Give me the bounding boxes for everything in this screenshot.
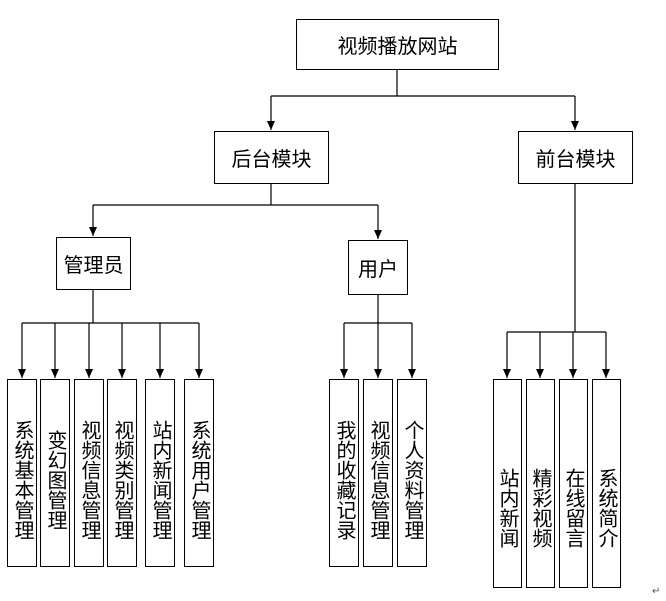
front-item-system-intro: 系统简介 — [592, 379, 621, 588]
root-node: 视频播放网站 — [296, 19, 499, 70]
admin-item-video-category: 视频类别管理 — [107, 379, 137, 567]
paragraph-mark: ↵ — [652, 586, 661, 597]
admin-item-site-news: 站内新闻管理 — [145, 379, 175, 567]
admin-item-banner: 变幻图管理 — [40, 379, 70, 567]
user-node: 用户 — [348, 240, 408, 295]
frontend-module-node: 前台模块 — [518, 131, 633, 184]
admin-item-system-user: 系统用户管理 — [184, 379, 214, 567]
backend-module-node: 后台模块 — [214, 131, 329, 184]
user-item-profile: 个人资料管理 — [397, 379, 427, 567]
front-item-site-news: 站内新闻 — [493, 379, 522, 588]
admin-item-system-basic: 系统基本管理 — [7, 379, 37, 567]
front-item-featured-video: 精彩视频 — [526, 379, 555, 588]
user-item-favorites: 我的收藏记录 — [329, 379, 359, 567]
admin-node: 管理员 — [56, 237, 131, 290]
user-item-video-info: 视频信息管理 — [363, 379, 393, 567]
front-item-message-board: 在线留言 — [559, 379, 588, 588]
admin-item-video-info: 视频信息管理 — [74, 379, 104, 567]
connector-lines — [18, 70, 610, 378]
